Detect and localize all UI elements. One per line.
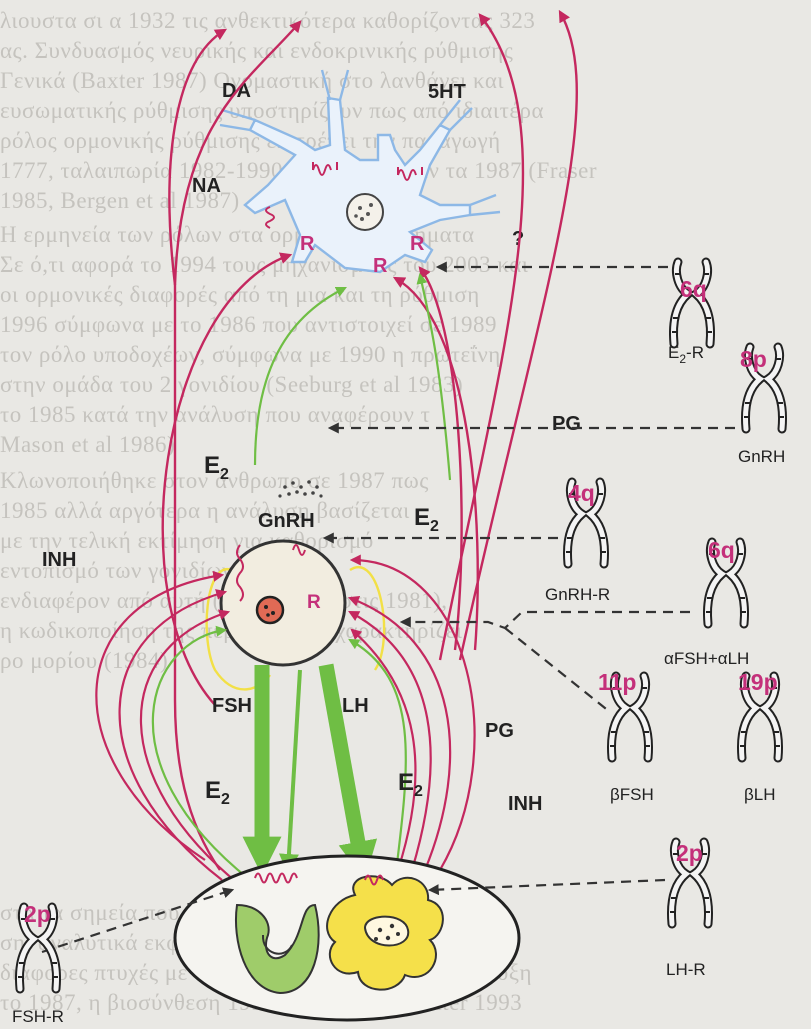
gene-dashed-arrows	[42, 267, 735, 952]
chromosome-locus: 2p	[24, 901, 51, 927]
chromosome-gene-name: GnRH-R	[545, 585, 610, 604]
neuron-nucleus	[347, 194, 383, 230]
chromosome-gene-name: βLH	[744, 785, 776, 804]
chromosome--fsh-lh: 6q αFSH+αLH	[664, 537, 749, 668]
label-5ht: 5HT	[428, 81, 466, 103]
chromosome-locus: 4q	[568, 480, 595, 506]
receptor-r3: R	[410, 233, 425, 255]
pituitary-nucleus	[257, 597, 283, 623]
chromosome-gene-name: βFSH	[610, 785, 654, 804]
chromosome-gene-name: FSH-R	[12, 1007, 64, 1026]
chromosome-locus: 8p	[740, 346, 767, 372]
green-arrows-top	[255, 275, 450, 480]
label-inh-left: INH	[42, 549, 76, 571]
receptor-r2: R	[373, 255, 388, 277]
label-fsh: FSH	[212, 695, 252, 717]
chromosome-locus: 19p	[738, 669, 778, 695]
chromosome-locus: 2p	[676, 840, 703, 866]
label-e2-bottom-left: E2	[205, 777, 230, 808]
label-pg-bottom: PG	[485, 720, 514, 742]
chromosome-locus: 6q	[680, 276, 707, 302]
gnrh-dots	[278, 480, 322, 497]
label-na: NA	[192, 175, 221, 197]
chromosome-gene-name: αFSH+αLH	[664, 649, 749, 668]
label-gnrh: GnRH	[258, 510, 315, 532]
label-pg-top: PG	[552, 413, 581, 435]
neuron-body	[245, 98, 470, 272]
receptor-r4: R	[307, 592, 321, 613]
label-e2-left: E2	[204, 452, 229, 483]
chromosome-gene-name: E2-R	[668, 343, 704, 366]
label-inh-right: INH	[508, 793, 542, 815]
chromosome-locus: 6q	[708, 537, 735, 563]
chromosome-locus: 11p	[598, 669, 636, 695]
chromosome--lh: 19p βLH	[738, 669, 780, 804]
receptor-r1: R	[300, 233, 315, 255]
label-lh: LH	[342, 695, 369, 717]
chromosome-gene-name: LH-R	[666, 960, 706, 979]
label-e2-mid: E2	[414, 504, 439, 535]
label-e2-bottom-right: E2	[398, 769, 423, 800]
chromosome-gene-name: GnRH	[738, 447, 785, 466]
chromosome--fsh: 11p βFSH	[598, 669, 654, 804]
